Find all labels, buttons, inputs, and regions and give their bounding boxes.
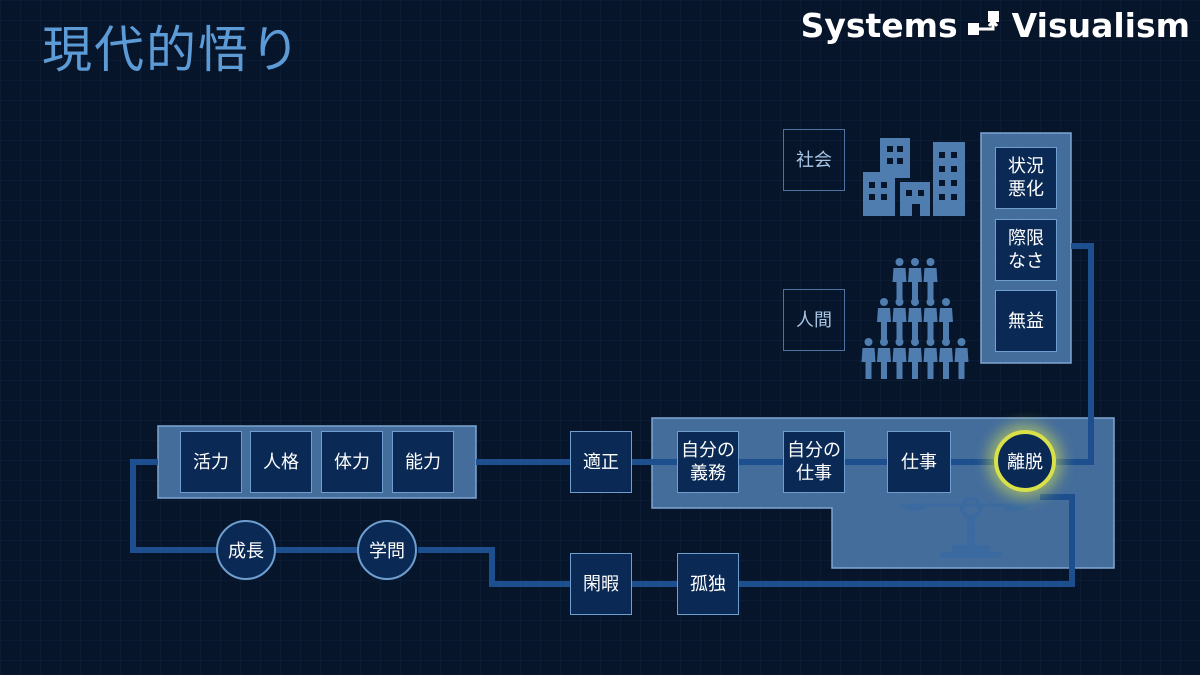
column-node-futile: 無益 — [995, 290, 1057, 352]
person-figure — [908, 338, 922, 379]
attribute-character: 人格 — [250, 431, 312, 493]
person-figure — [939, 338, 953, 379]
node-leisure: 閑暇 — [570, 553, 632, 615]
column-node-situation: 状況 悪化 — [995, 147, 1057, 209]
column-node-limitless: 際限 なさ — [995, 219, 1057, 281]
person-figure — [892, 258, 907, 299]
node-duty: 自分の 義務 — [677, 431, 739, 493]
buildings-icon — [863, 138, 965, 216]
person-figure — [939, 298, 953, 339]
brand-right: Visualism — [1011, 6, 1190, 45]
attribute-ability: 能力 — [392, 431, 454, 493]
line-study-leisure — [418, 547, 570, 587]
attribute-stamina: 体力 — [321, 431, 383, 493]
person-figure — [892, 338, 907, 379]
person-figure — [923, 338, 938, 379]
society-label: 社会 — [783, 129, 845, 191]
node-my-work: 自分の 仕事 — [783, 431, 845, 493]
person-figure — [908, 258, 922, 299]
node-tekisei: 適正 — [570, 431, 632, 493]
node-study: 学問 — [357, 520, 417, 580]
node-solitude: 孤独 — [677, 553, 739, 615]
person-figure — [877, 298, 891, 339]
person-figure — [923, 298, 938, 339]
node-work: 仕事 — [887, 431, 951, 493]
person-figure — [877, 338, 891, 379]
people-pyramid-icon — [861, 258, 969, 379]
brand-mark-icon — [967, 10, 999, 35]
person-figure — [923, 258, 938, 299]
scale-icon — [898, 497, 1032, 558]
person-figure — [861, 338, 876, 379]
line-ridatsu-column — [1054, 243, 1094, 465]
brand-logo: Systems Visualism — [801, 6, 1190, 45]
person-figure — [954, 338, 969, 379]
node-ridatsu: 離脱 — [994, 430, 1056, 492]
brand-left: Systems — [800, 6, 958, 45]
node-growth: 成長 — [216, 520, 276, 580]
person-figure — [908, 298, 922, 339]
line-loop-left — [130, 459, 217, 553]
human-label: 人間 — [783, 289, 845, 351]
person-figure — [892, 298, 907, 339]
attribute-vitality: 活力 — [180, 431, 242, 493]
page-title: 現代的悟り — [42, 21, 302, 79]
connector-lines — [130, 243, 1094, 587]
line-solitude-ridatsu — [739, 494, 1075, 587]
